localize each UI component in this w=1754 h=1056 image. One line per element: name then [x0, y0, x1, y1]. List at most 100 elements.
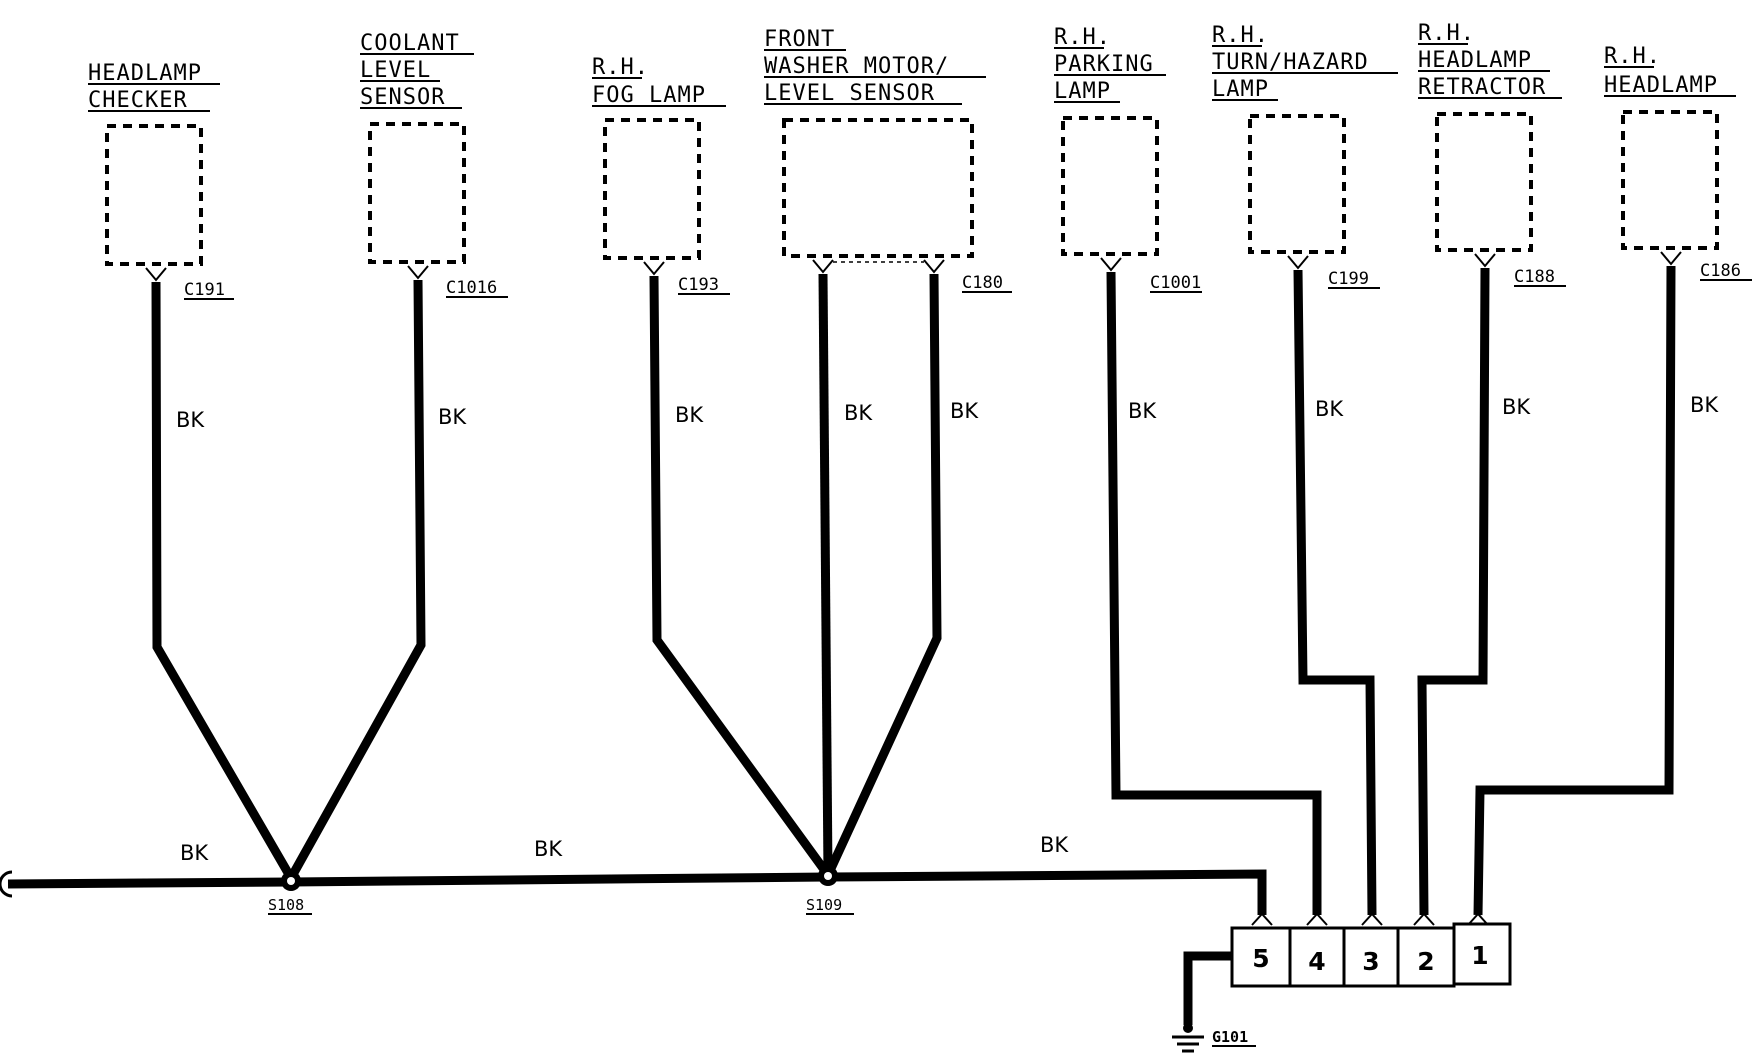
pin-terminal-symbol — [1361, 912, 1383, 926]
wire — [1183, 951, 1232, 1025]
component-label-line: R.H. — [1604, 44, 1661, 69]
wire — [1417, 267, 1490, 916]
wire-color-label: BK — [1502, 395, 1531, 419]
pin-number: 1 — [1471, 941, 1488, 970]
pin-2: 2 — [1396, 926, 1456, 988]
splice-s108: S108 — [268, 871, 312, 915]
pin-terminal-symbol — [1467, 912, 1489, 926]
component-label-line: R.H. — [1054, 25, 1111, 50]
wire-color-label: BK — [675, 403, 704, 427]
connector-symbol — [1474, 253, 1496, 268]
pin-terminal-symbol — [1251, 912, 1273, 926]
ground-label: G101 — [1212, 1028, 1248, 1046]
wire-color-label: BK — [1690, 393, 1719, 417]
wire — [1473, 265, 1676, 916]
component-box — [368, 122, 466, 264]
component-box — [782, 118, 974, 258]
component-label-line: PARKING — [1054, 52, 1154, 77]
component-label-line: LAMP — [1212, 77, 1269, 102]
component-label-line: R.H. — [592, 55, 649, 80]
connector-continuation-symbol — [0, 870, 13, 898]
connector-label: C186 — [1700, 261, 1741, 281]
component-rh-fog-lamp: R.H. FOG LAMP C193 BK — [592, 55, 832, 878]
wire — [287, 279, 426, 881]
component-label-line: HEADLAMP — [1418, 48, 1532, 73]
wire-color-label: BK — [438, 405, 467, 429]
pin-box — [1288, 926, 1346, 988]
splice-label: S109 — [806, 896, 842, 914]
component-box — [603, 118, 701, 260]
component-box — [105, 124, 203, 266]
component-label-line: FRONT — [764, 27, 835, 52]
connector-symbol — [643, 261, 665, 276]
connector-symbol — [923, 259, 945, 274]
splice-dot-center — [824, 872, 832, 880]
wire-color-label: BK — [1128, 399, 1157, 423]
component-label-line: WASHER MOTOR/ — [764, 54, 949, 79]
component-label-line: HEADLAMP — [88, 61, 202, 86]
wire-color-label: BK — [1315, 397, 1344, 421]
splice-dot-center — [287, 877, 295, 885]
component-headlamp-checker: HEADLAMP CHECKER C191 BK — [88, 61, 295, 881]
component-label-line: LAMP — [1054, 79, 1111, 104]
connector-label: C1016 — [446, 278, 497, 298]
component-box — [1435, 112, 1533, 252]
wire — [823, 273, 942, 877]
connector-label: C191 — [184, 280, 225, 300]
component-rh-headlamp-retractor: R.H. HEADLAMP RETRACTOR C188 BK — [1417, 21, 1566, 916]
connector-label: C188 — [1514, 267, 1555, 287]
component-label-line: R.H. — [1418, 21, 1475, 46]
wire-color-label: BK — [180, 841, 209, 865]
connector-symbol — [145, 267, 167, 282]
splice-s109: S109 — [806, 866, 854, 915]
wire-color-label: BK — [1040, 833, 1069, 857]
wire — [1293, 269, 1377, 916]
pin-5: 5 — [1230, 926, 1292, 988]
component-front-washer-motor-level-sensor: FRONT WASHER MOTOR/ LEVEL SENSOR C180 BK… — [764, 27, 1012, 877]
ground-dot — [1183, 1023, 1193, 1033]
splice-label: S108 — [268, 896, 304, 914]
component-label-line: HEADLAMP — [1604, 73, 1718, 98]
wire-color-label: BK — [534, 837, 563, 861]
pin-1: 1 — [1452, 922, 1512, 986]
pin-number: 3 — [1362, 947, 1379, 976]
connector-symbol — [812, 259, 834, 274]
component-rh-turn-hazard-lamp: R.H. TURN/HAZARD LAMP C199 BK — [1212, 23, 1398, 916]
pin-terminal-symbol — [1306, 912, 1328, 926]
pin-number: 5 — [1252, 944, 1269, 973]
connector-symbol — [1100, 257, 1122, 272]
component-box — [1621, 110, 1719, 250]
component-rh-parking-lamp: R.H. PARKING LAMP C1001 BK — [1054, 25, 1322, 915]
connector-symbol — [407, 265, 429, 280]
component-label-line: RETRACTOR — [1418, 75, 1546, 100]
component-coolant-level-sensor: COOLANT LEVEL SENSOR C1016 BK — [287, 31, 508, 881]
wire — [818, 273, 833, 876]
component-box — [1061, 116, 1159, 256]
component-label-line: R.H. — [1212, 23, 1269, 48]
wire — [1106, 271, 1322, 915]
component-label-line: COOLANT — [360, 31, 460, 56]
component-rh-headlamp: R.H. HEADLAMP C186 BK — [1473, 44, 1752, 916]
pin-3: 3 — [1342, 926, 1400, 988]
component-box — [1248, 114, 1346, 254]
connector-label: C180 — [962, 273, 1003, 293]
wire — [7, 869, 1267, 915]
pin-number: 2 — [1417, 947, 1434, 976]
component-label-line: SENSOR — [360, 85, 445, 110]
pin-box — [1452, 922, 1512, 986]
ground-bus: BK BK BK — [0, 833, 1267, 915]
wire — [151, 281, 295, 881]
component-label-line: LEVEL — [360, 58, 431, 83]
component-label-line: LEVEL SENSOR — [764, 81, 935, 106]
wire-color-label: BK — [176, 408, 205, 432]
component-label-line: TURN/HAZARD — [1212, 50, 1369, 75]
wire-color-label: BK — [844, 401, 873, 425]
pin-number: 4 — [1308, 947, 1325, 976]
wire-color-label: BK — [950, 399, 979, 423]
connector-symbol — [1660, 251, 1682, 266]
pin-terminal-symbol — [1413, 912, 1435, 926]
ground-connector: 5 4 3 2 1 — [1230, 912, 1512, 988]
pin-4: 4 — [1288, 926, 1346, 988]
connector-label: C1001 — [1150, 273, 1201, 293]
